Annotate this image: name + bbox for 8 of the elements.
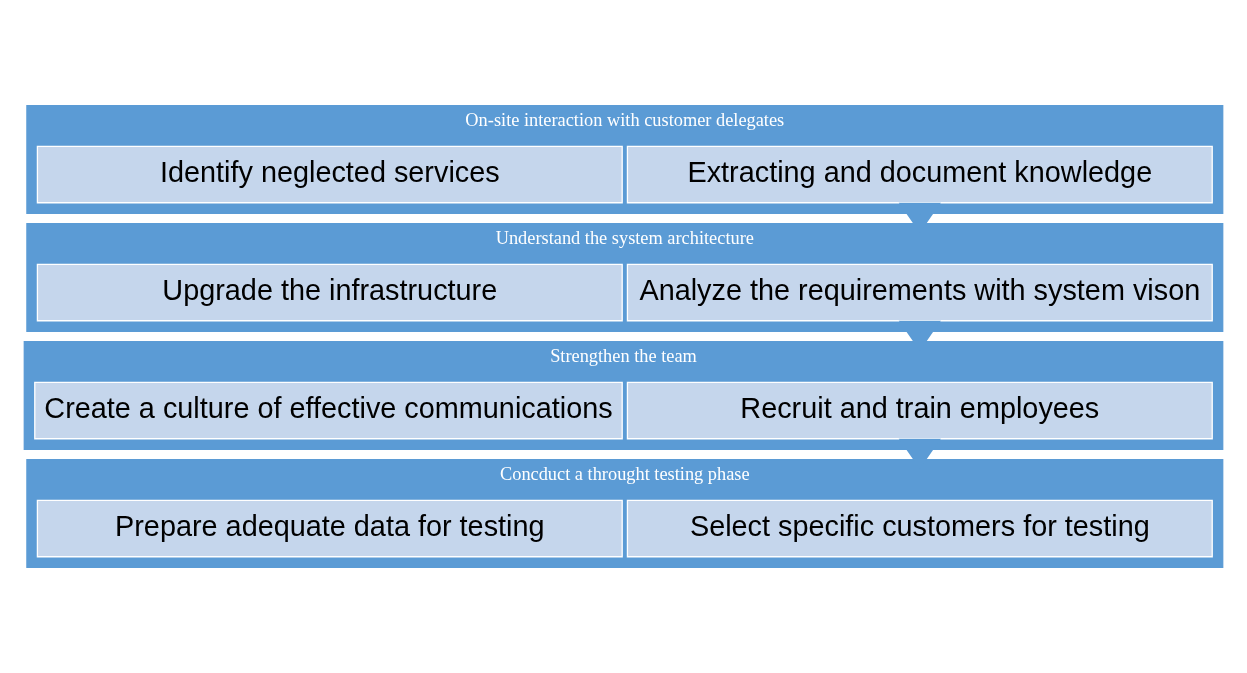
node-box: Identify neglected services	[36, 145, 623, 204]
node-box: Extracting and document knowledge	[626, 145, 1213, 204]
node-box: Create a culture of effective communications	[34, 381, 623, 440]
node-box: Upgrade the infrastructure	[36, 263, 623, 322]
node-box: Recruit and train employees	[626, 381, 1213, 440]
node-box: Prepare adequate data for testing	[36, 499, 623, 558]
node-box: Analyze the requirements with system vison	[626, 263, 1213, 322]
node-box: Select specific customers for testing	[626, 499, 1213, 558]
